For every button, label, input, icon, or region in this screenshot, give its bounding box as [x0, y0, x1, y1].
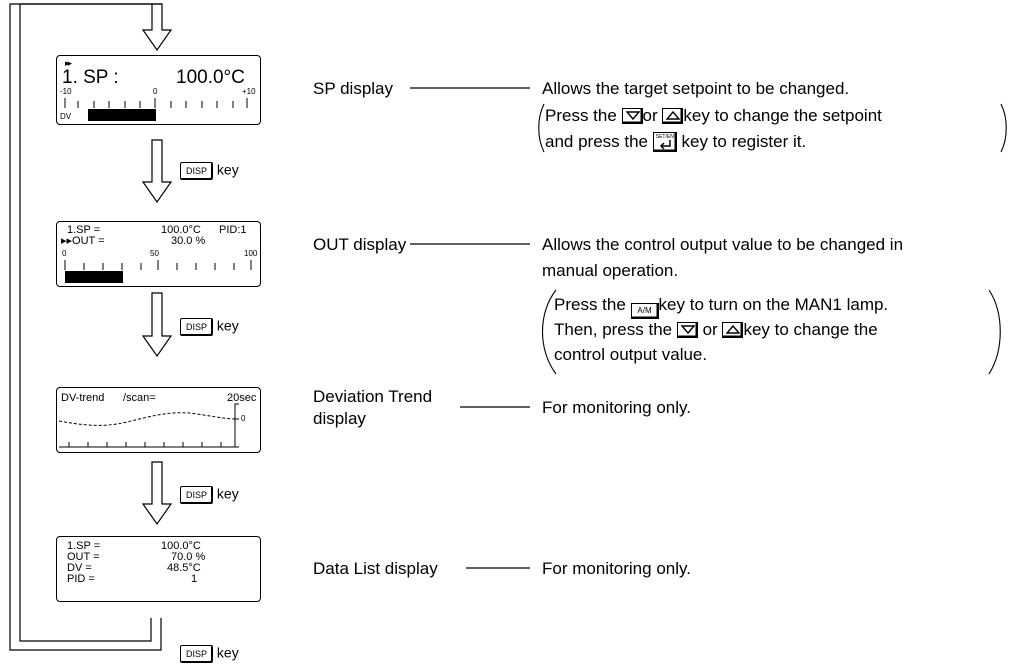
datalist-description: For monitoring only.: [542, 559, 691, 578]
key-word: key: [216, 644, 239, 661]
out-row1-label: 1.SP =: [67, 224, 101, 236]
sp-value: 100.0°C: [176, 67, 245, 88]
sp-description: Allows the target setpoint to be changed…: [542, 79, 850, 98]
sp-note-parens: [538, 103, 1007, 153]
out-row2-value: 30.0 %: [171, 235, 206, 247]
out-note-text: key to change the: [743, 320, 878, 339]
down-triangle-icon: [676, 322, 698, 338]
key-word: key: [216, 161, 239, 178]
datalist-row-value: 70.0 %: [171, 551, 206, 563]
datalist-screen: 1.SP = 100.0°C OUT = 70.0 % DV = 48.5°C …: [56, 536, 261, 602]
flow-arrow-3: [141, 461, 173, 526]
datalist-row-label: PID =: [67, 573, 95, 585]
sp-scale-min: -10: [60, 87, 72, 96]
out-note-parens: [541, 289, 1001, 375]
out-row2-label: ▸▸OUT =: [61, 235, 105, 247]
sp-scale-mid: 0: [153, 87, 158, 96]
sp-deviation-bar: [88, 109, 156, 121]
am-key-icon: A/M: [630, 303, 659, 319]
out-scale-mid: 50: [150, 249, 159, 258]
out-scale-ticks: [64, 260, 252, 270]
trend-scan: /scan=: [123, 392, 156, 404]
datalist-row-label: OUT =: [67, 551, 100, 563]
key-word: key: [216, 485, 239, 502]
out-display-label: OUT display: [313, 235, 407, 254]
out-scale-max: 100: [244, 249, 258, 258]
sp-scale-max: +10: [242, 87, 256, 96]
out-description-line2: manual operation.: [542, 261, 679, 280]
trend-interval: 20sec: [227, 392, 257, 404]
datalist-row-value: 1: [191, 573, 198, 585]
enter-arrow-icon: SET/ENT: [652, 132, 677, 152]
sp-display-label: SP display: [313, 79, 394, 98]
out-row1-pid: PID:1: [219, 224, 247, 236]
disp-key-cap[interactable]: DISP: [180, 645, 214, 663]
sp-note-text: and press the: [545, 132, 649, 151]
datalist-row-label: 1.SP =: [67, 540, 101, 552]
sp-scale-ticks: [64, 98, 248, 108]
sp-note-line1: Press the or key to change the setpoint: [545, 105, 882, 126]
sp-note-text: key to change the setpoint: [683, 106, 882, 125]
out-note-text: key to turn on the MAN1 lamp.: [658, 295, 889, 314]
sp-note-line2: and press the SET/ENT key to register it…: [545, 131, 806, 152]
trend-display-label-line2: display: [313, 409, 366, 428]
disp-key-cap[interactable]: DISP: [180, 486, 214, 504]
sp-marker: ▸▸: [65, 58, 72, 68]
out-description-line1: Allows the control output value to be ch…: [542, 235, 904, 254]
datalist-row-value: 100.0°C: [161, 540, 201, 552]
trend-display-label-line1: Deviation Trend: [313, 387, 433, 406]
disp-key-1[interactable]: DISP key: [180, 162, 239, 180]
key-word: key: [216, 317, 239, 334]
trend-description: For monitoring only.: [542, 398, 691, 417]
out-note-text: Press the: [554, 295, 626, 314]
flow-arrow-2: [141, 292, 173, 358]
out-note-text: or: [702, 320, 718, 339]
out-screen: 1.SP = 100.0°C PID:1 ▸▸OUT = 30.0 % 0 50…: [56, 221, 261, 287]
datalist-row-value: 48.5°C: [167, 562, 201, 574]
out-output-bar: [65, 271, 123, 283]
trend-title: DV-trend: [61, 392, 105, 404]
sp-screen: ▸▸ 1. SP : 100.0°C -10 0 +10 DV: [56, 55, 261, 125]
out-row1-value: 100.0°C: [161, 224, 201, 236]
datalist-display-label: Data List display: [313, 559, 438, 578]
sp-note-text: Press the: [545, 106, 617, 125]
sp-note-text: or: [642, 106, 658, 125]
up-triangle-icon: [722, 322, 744, 338]
trend-deviation-curve: [58, 412, 236, 426]
disp-key-4[interactable]: DISP key: [180, 645, 239, 663]
flow-arrow-1: [141, 139, 173, 204]
disp-key-2[interactable]: DISP key: [180, 318, 239, 336]
out-note-line2: Then, press the or key to change the: [554, 319, 878, 340]
sp-note-text: key to register it.: [681, 132, 807, 151]
disp-key-cap[interactable]: DISP: [180, 318, 214, 336]
flow-arrow-top: [141, 3, 173, 52]
out-note-line3: control output value.: [554, 345, 708, 364]
disp-key-3[interactable]: DISP key: [180, 486, 239, 504]
down-triangle-icon: [621, 108, 643, 124]
sp-dv-label: DV: [60, 112, 72, 121]
trend-graph: [58, 403, 239, 448]
out-note-text: Then, press the: [554, 320, 673, 339]
trend-zero: 0: [241, 414, 246, 423]
up-triangle-icon: [662, 108, 684, 124]
trend-screen: DV-trend /scan= 20sec 0: [56, 387, 261, 453]
datalist-row-label: DV =: [67, 562, 92, 574]
disp-key-cap[interactable]: DISP: [180, 162, 214, 180]
out-scale-min: 0: [62, 249, 67, 258]
sp-line1: 1. SP :: [62, 67, 119, 88]
